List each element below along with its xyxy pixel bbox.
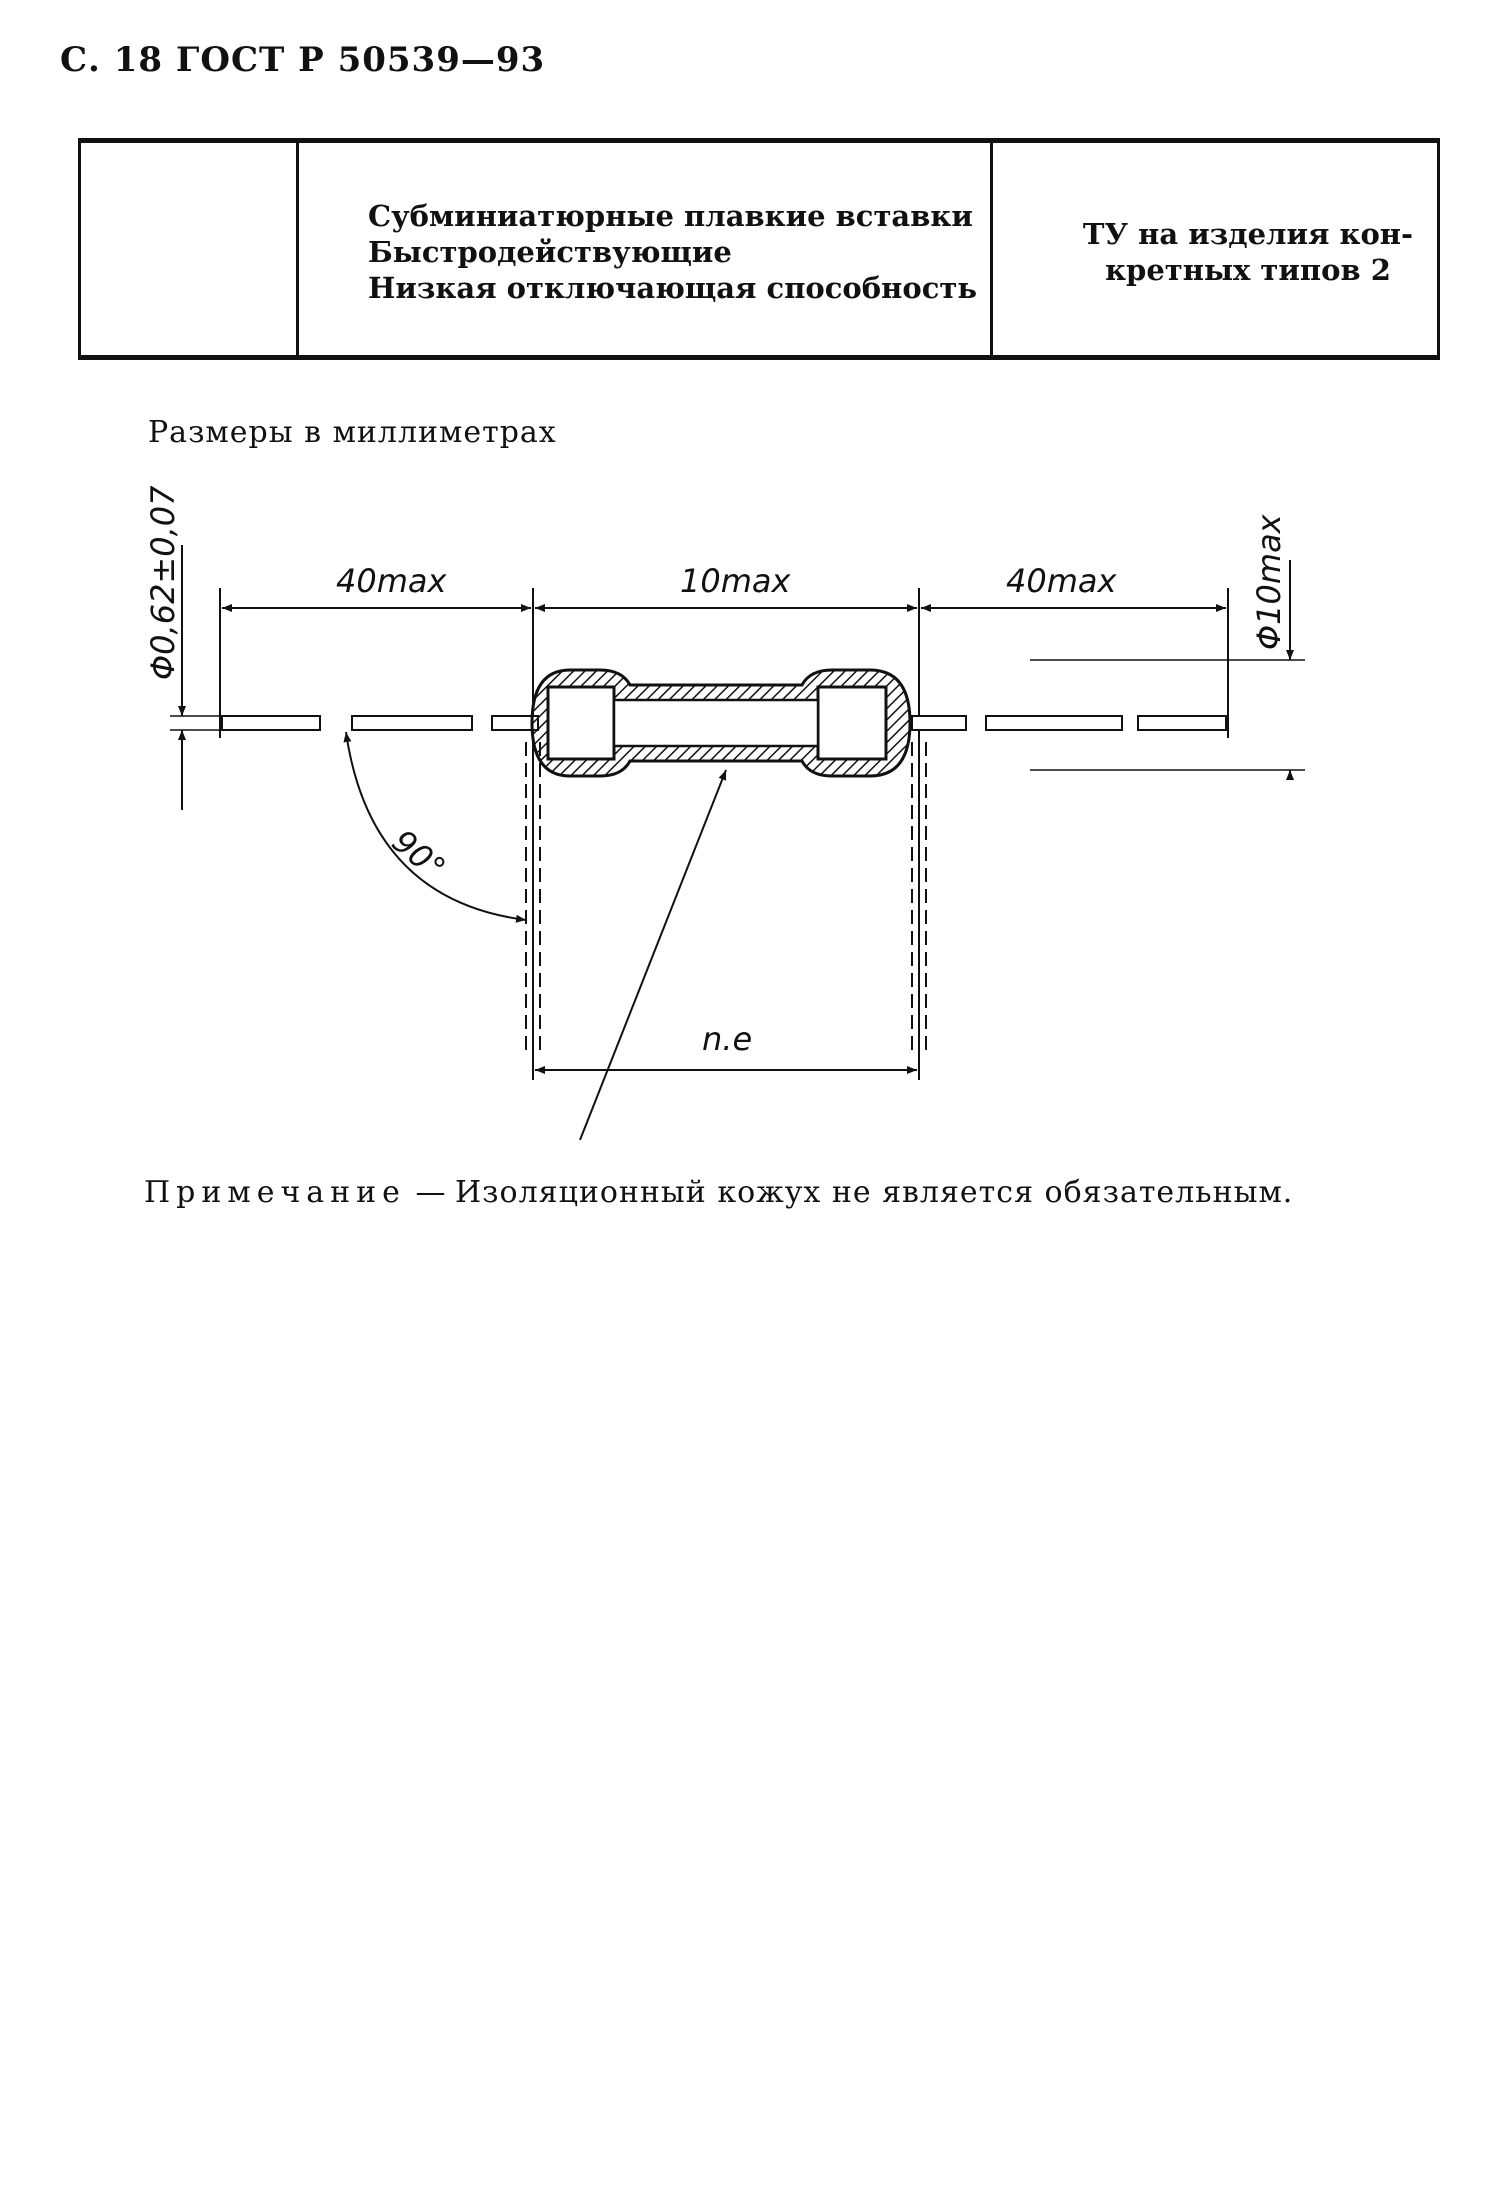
- dim-label-left: 40max: [336, 562, 448, 600]
- note-label: Примечание: [144, 1175, 406, 1210]
- spec-line-2: кретных типов 2: [1105, 253, 1391, 287]
- dim-label-right: 40max: [1006, 562, 1118, 600]
- dimensions-note: Размеры в миллиметрах: [148, 415, 557, 450]
- title-line-1: Субминиатюрные плавкие вставки: [368, 199, 973, 233]
- table-divider-1: [296, 143, 299, 355]
- end-cap-right: [816, 685, 888, 761]
- table-top-rule: [78, 138, 1440, 143]
- dim-label-center: 10max: [680, 562, 792, 600]
- bent-lead-left: [525, 742, 541, 1050]
- lead-wire-right: [911, 715, 1227, 731]
- sleeve-leader-line: [579, 769, 727, 1140]
- table-cell-spec: ТУ на изделия кон- кретных типов 2: [1078, 216, 1418, 288]
- bent-lead-right: [911, 742, 927, 1050]
- table-bottom-rule: [78, 355, 1440, 360]
- note-text: Изоляционный кожух не является обязатель…: [455, 1175, 1294, 1210]
- note: Примечание — Изоляционный кожух не являе…: [144, 1175, 1293, 1210]
- spec-line-1: ТУ на изделия кон-: [1082, 217, 1414, 251]
- header-table: Субминиатюрные плавкие вставки Быстродей…: [78, 138, 1440, 360]
- angle-label: 90°: [385, 822, 453, 888]
- note-dash: —: [405, 1175, 455, 1210]
- table-right-border: [1437, 143, 1440, 355]
- table-divider-2: [990, 143, 993, 355]
- angle-arc: [343, 731, 527, 923]
- title-line-2: Быстродействующие: [368, 235, 732, 269]
- fuse-tube: [612, 698, 820, 748]
- title-line-3: Низкая отключающая способность: [368, 271, 977, 305]
- lead-diameter-label: Φ0,62±0,07: [144, 485, 182, 680]
- table-cell-title: Субминиатюрные плавкие вставки Быстродей…: [368, 198, 1048, 306]
- fuse-drawing: 40max 10max 40max Φ0,62±0,07 Φ10max 90° …: [144, 485, 1305, 1140]
- page-header: С. 18 ГОСТ Р 50539—93: [60, 40, 546, 80]
- end-cap-left: [546, 685, 616, 761]
- body-diameter-label: Φ10max: [1250, 513, 1288, 650]
- table-left-border: [78, 143, 81, 355]
- lead-wire-left: [221, 715, 539, 731]
- pitch-label: n.e: [702, 1020, 752, 1058]
